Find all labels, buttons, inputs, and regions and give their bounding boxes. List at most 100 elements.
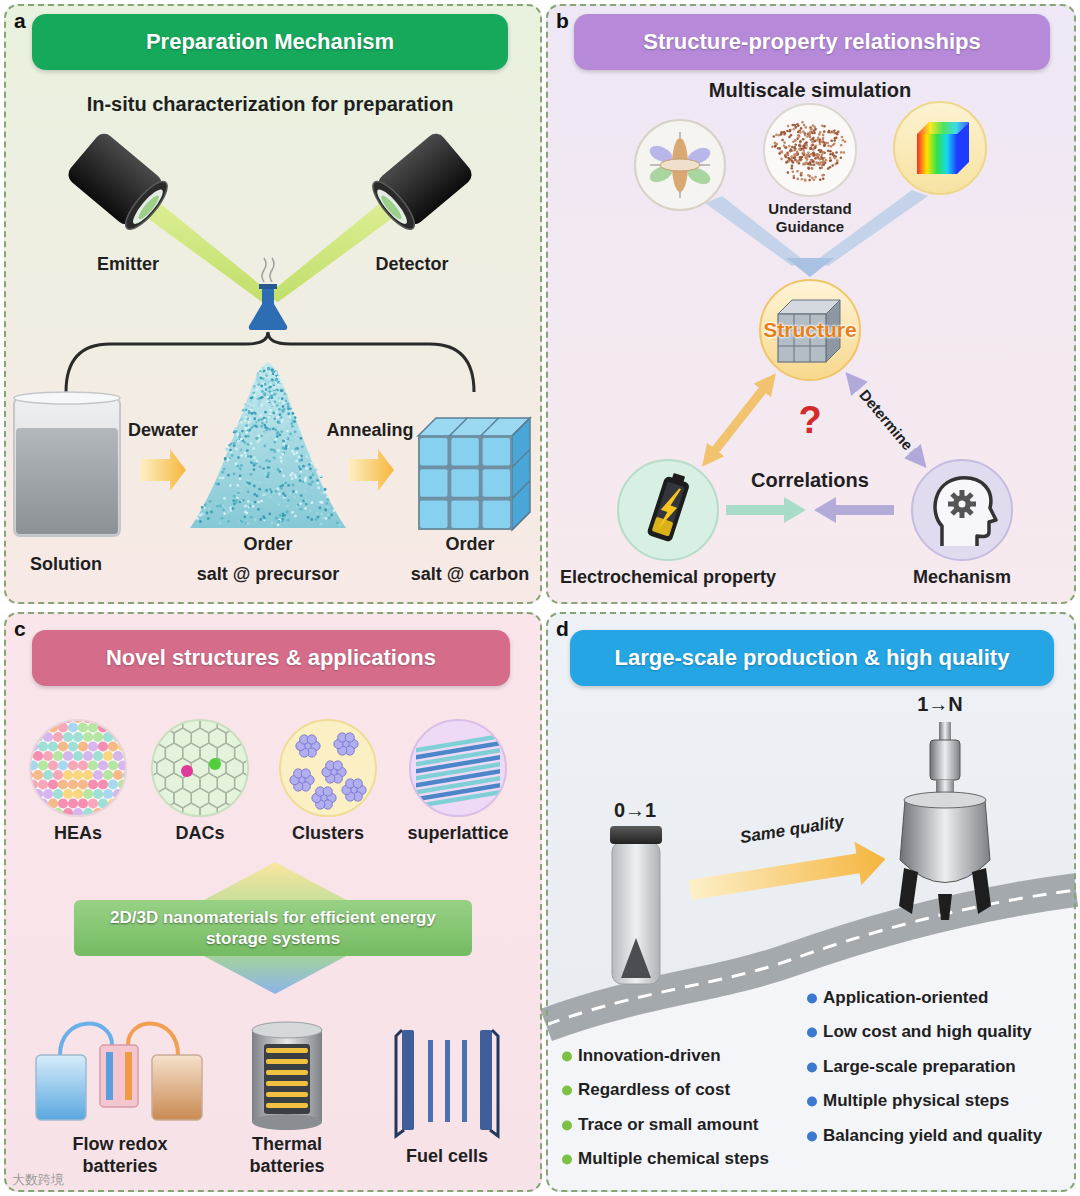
grain [276,432,279,435]
grain [313,476,316,479]
grain [233,431,236,434]
grain [263,393,266,396]
grain [237,465,240,468]
molecule-dot [831,164,834,167]
grain [300,508,303,511]
molecule-dot [787,171,790,174]
fuel-frame [490,1030,498,1136]
molecule-dot [788,145,791,148]
grain [296,451,299,454]
molecule-dot [831,131,834,134]
molecule-dot [794,139,797,142]
flask-rim [259,284,277,289]
grain [265,459,268,462]
grain [320,475,323,478]
alloy-atom [58,760,68,770]
grain [294,448,297,451]
device-label: Emitter [97,254,159,276]
detector-camera [367,130,476,235]
grain [280,487,283,490]
grain [294,458,297,461]
process-arrow [348,449,394,491]
molecule-dot [819,131,822,134]
cube-top [418,418,530,436]
grain [317,487,320,490]
grain [247,490,250,493]
grain [297,504,300,507]
grain [243,441,246,444]
grain [310,518,313,521]
alloy-atom [33,751,43,761]
grain [292,412,295,415]
battery-shell [646,476,690,543]
mechanism-circle: Mechanism [910,458,1014,562]
graphene-ring [150,788,157,808]
reactor-lid [904,792,986,808]
graphene-ring [165,803,182,818]
process-arrow [140,449,186,491]
grain [239,468,242,471]
circle-shape [278,718,378,818]
grain [229,449,232,452]
grain [320,474,323,477]
grain [272,412,275,415]
grain [245,424,248,427]
grain [271,368,274,371]
grain [246,443,249,446]
grain [291,477,294,480]
grain [281,409,284,412]
solution-liquid [16,428,118,534]
alloy-atom [28,789,33,799]
molecule-dot [834,157,837,160]
material-circle: superlattice [408,718,508,818]
grain [311,501,314,504]
grain [265,478,268,481]
battery-charge [652,517,674,537]
grain [312,473,315,476]
grain [292,484,295,487]
grain [254,518,257,521]
stage-label: 0→1 [614,798,656,822]
grain [248,421,251,424]
cube-grid [449,418,467,436]
relation-arrow [853,380,920,459]
grain [248,410,251,413]
molecule-dot [822,139,825,142]
gear-icon [948,490,976,518]
grain [256,437,259,440]
grain [234,436,237,439]
cube-cell [451,501,479,528]
grain [260,425,263,428]
molecule-dot [790,155,793,158]
molecule-dot [814,126,817,129]
grain [255,421,258,424]
molecule-dot [829,157,832,160]
grain [326,495,329,498]
alloy-atom [43,770,53,780]
molecule-dot [802,147,805,150]
alloy-atom [53,770,63,780]
alloy-atom [73,770,83,780]
molecule-dot [788,158,791,161]
graphene-ring [235,803,250,818]
grain [295,490,298,493]
bullet-item: Multiple physical steps [823,1091,1009,1111]
alloy-atom [88,779,98,789]
molecule-dot [784,146,787,149]
panel-ground [4,4,542,604]
grain [285,437,288,440]
grain [282,405,285,408]
grain [252,505,255,508]
grain [253,480,256,483]
grain [275,452,278,455]
panel-ground [546,4,1076,604]
molecule-dot [809,133,812,136]
grain [260,404,263,407]
panel-ground [4,612,542,1192]
grain [255,437,258,440]
grain [208,507,211,510]
molecule-dot [840,144,843,147]
grain [255,425,258,428]
alloy-atom [83,732,93,742]
